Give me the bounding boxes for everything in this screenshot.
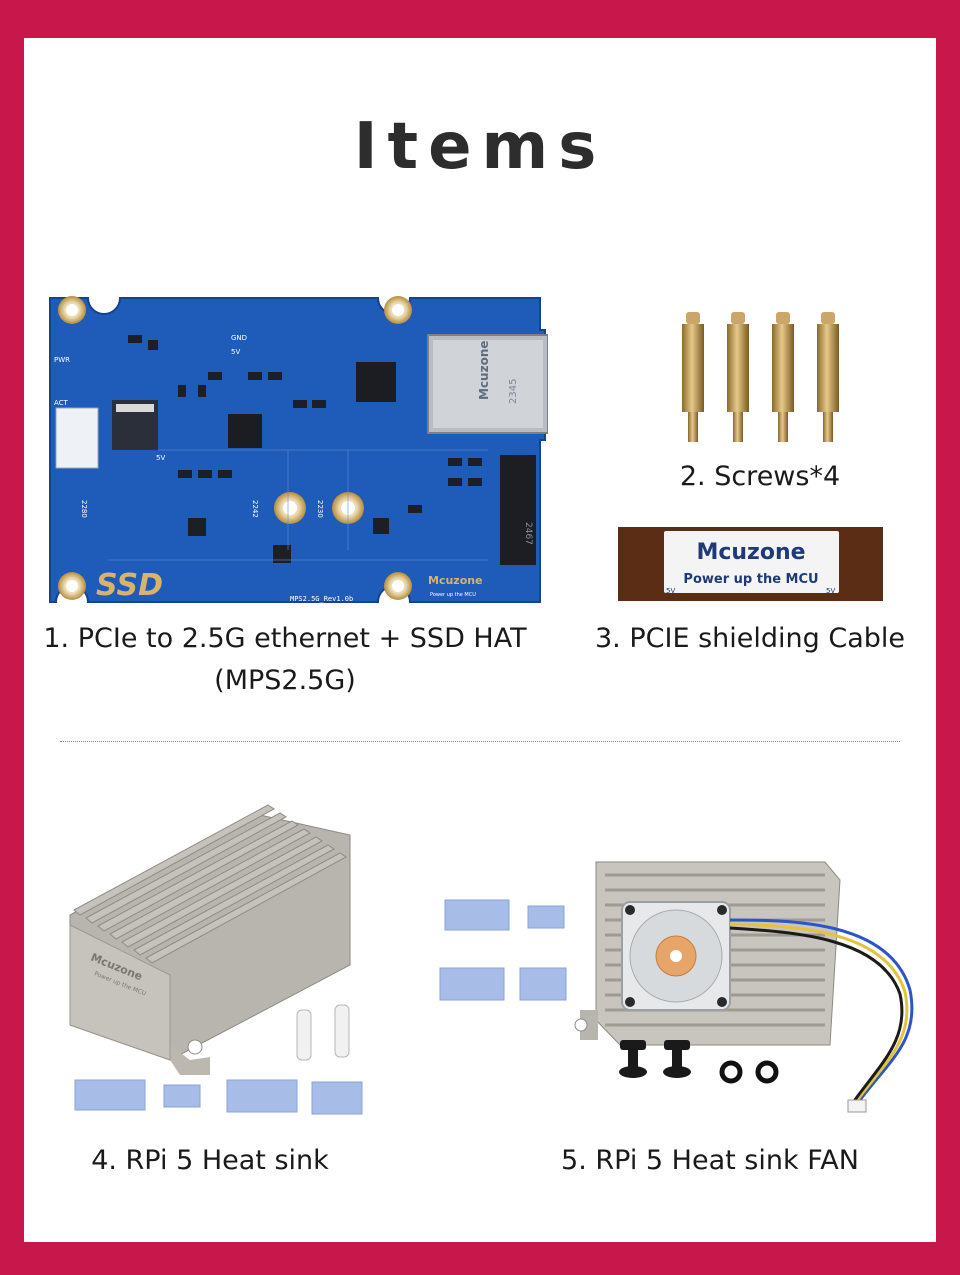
silk-gnd-label: GND [231,334,247,342]
hat-caption-line2: (MPS2.5G) [214,665,356,696]
cable-slogan-label: Power up the MCU [683,572,818,587]
rj45-code-label: 2345 [508,379,519,404]
pcie-cable-image: Mcuzone Power up the MCU 5V 5V [618,527,883,601]
silk-brand-sub-label: Power up the MCU [430,592,476,598]
silk-act-label: ACT [54,399,69,407]
silk-2280-label: 2280 [80,500,88,518]
pcie-ssd-hat-image: Mcuzone 2345 2467 SSD MPS2.5G_Rev1.0b Mc… [49,296,548,603]
silk-2242-label: 2242 [251,500,259,518]
silk-pwr-label: PWR [54,356,70,364]
heat-sink-image: Mcuzone Power up the MCU [69,804,363,1115]
screws-caption: 2. Screws*4 [679,461,841,492]
cable-caption: 3. PCIE shielding Cable [595,623,905,654]
page-title: Items [353,110,607,184]
rj45-brand-label: Mcuzone [477,340,491,400]
silk-5v-label: 5V [231,348,240,356]
heat-sink-caption: 4. RPi 5 Heat sink [91,1145,329,1176]
heat-sink-fan-image [439,861,914,1113]
silk-5v-b-label: 5V [156,454,165,462]
heat-sink-fan-caption: 5. RPi 5 Heat sink FAN [561,1145,859,1176]
silk-brand-label: Mcuzone [428,574,483,587]
m2-code-label: 2467 [523,522,533,545]
cable-5v-right-label: 5V [826,587,835,595]
silk-ssd-label: SSD [96,568,163,603]
section-divider [60,741,900,742]
cable-5v-left-label: 5V [666,587,675,595]
cable-brand-label: Mcuzone [696,540,805,565]
silk-rev-label: MPS2.5G_Rev1.0b [290,595,353,603]
screws-image [682,312,839,442]
hat-caption-line1: 1. PCIe to 2.5G ethernet + SSD HAT [43,623,527,654]
silk-2230-label: 2230 [316,500,324,518]
